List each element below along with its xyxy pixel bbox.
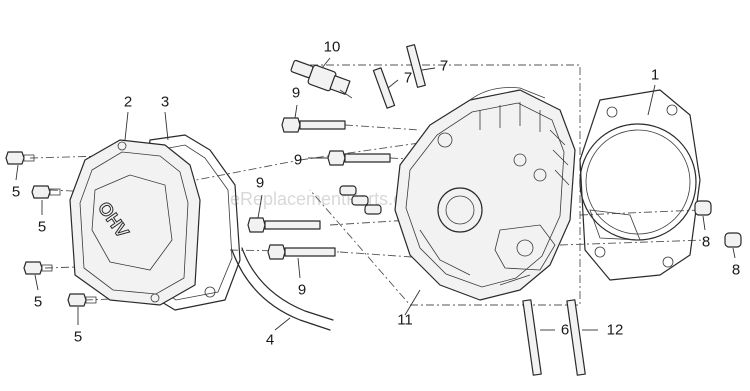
callout-labels: 1 2 3 4 5 5 5 5 6 7 7 8 8 9 9 9 9 10 11 … bbox=[12, 39, 740, 349]
valve-cover: OHV bbox=[69, 139, 201, 306]
callout-12: 12 bbox=[607, 322, 624, 339]
stud-1 bbox=[372, 67, 396, 109]
callout-5d: 5 bbox=[74, 329, 82, 346]
callout-6: 6 bbox=[561, 322, 569, 339]
spark-plug bbox=[290, 59, 353, 99]
callout-8b: 8 bbox=[732, 262, 740, 279]
callout-4: 4 bbox=[266, 332, 274, 349]
callout-9b: 9 bbox=[294, 152, 302, 169]
watermark: eReplacementParts.com bbox=[230, 189, 427, 209]
dowel-2 bbox=[724, 232, 742, 248]
cover-bolt-3 bbox=[23, 261, 53, 275]
head-bolt-3 bbox=[247, 217, 321, 233]
long-stud-6 bbox=[522, 299, 542, 376]
callout-9d: 9 bbox=[298, 282, 306, 299]
breather-tube bbox=[231, 247, 334, 331]
stud-2 bbox=[406, 44, 426, 88]
callout-5c: 5 bbox=[34, 294, 42, 311]
callout-11: 11 bbox=[397, 312, 413, 329]
head-bolt-1 bbox=[281, 117, 346, 133]
callout-2: 2 bbox=[124, 94, 132, 111]
callout-8a: 8 bbox=[702, 234, 710, 251]
callout-7b: 7 bbox=[440, 58, 448, 75]
callout-9a: 9 bbox=[292, 85, 300, 102]
callout-1: 1 bbox=[651, 67, 659, 84]
callout-5a: 5 bbox=[12, 184, 20, 201]
head-bolt-2 bbox=[327, 150, 391, 166]
head-bolt-4 bbox=[267, 244, 336, 260]
callout-5b: 5 bbox=[38, 219, 46, 236]
dowel-1 bbox=[694, 200, 712, 216]
leader-lines bbox=[15, 57, 736, 331]
cover-bolt-1 bbox=[5, 151, 35, 165]
callout-10: 10 bbox=[324, 39, 341, 56]
cover-bolt-2 bbox=[31, 185, 61, 199]
head-gasket bbox=[579, 89, 701, 281]
dowel-pins bbox=[339, 185, 382, 215]
cover-bolt-4 bbox=[67, 293, 97, 307]
cylinder-head bbox=[394, 87, 576, 301]
callout-9c: 9 bbox=[256, 175, 264, 192]
callout-3: 3 bbox=[161, 94, 169, 111]
long-stud-12 bbox=[566, 299, 586, 376]
callout-7a: 7 bbox=[404, 70, 412, 87]
